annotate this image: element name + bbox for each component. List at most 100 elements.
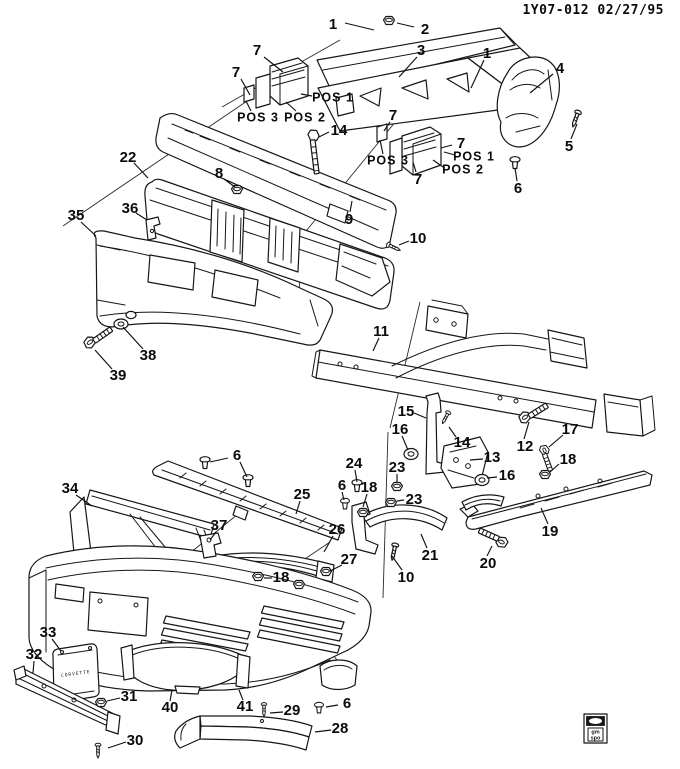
leader-line-40 <box>169 689 173 702</box>
callout-7-13: 7 <box>389 107 397 124</box>
callout-32-53: 32 <box>26 646 43 663</box>
callout-7-18: 7 <box>414 171 422 188</box>
callout-6-48: 6 <box>233 447 241 464</box>
leader-line-35 <box>80 221 97 237</box>
leader-line-6 <box>325 704 339 708</box>
leader-line-1 <box>344 22 375 31</box>
callout-pos-3-10: POS 3 <box>237 110 279 124</box>
callout-23-36: 23 <box>406 491 423 508</box>
part-closure-bracket-4 <box>496 56 560 148</box>
leader-line-3 <box>398 56 418 78</box>
leader-line-pos-3 <box>379 139 384 155</box>
callout-1-0: 1 <box>329 16 337 33</box>
leader-line-19 <box>540 507 549 525</box>
callout-18-51: 18 <box>273 569 290 586</box>
leader-line-34 <box>75 494 93 507</box>
part-rail-25 <box>152 460 343 541</box>
callout-pos-1-9: POS 1 <box>312 90 354 104</box>
part-bracket-41 <box>319 659 358 691</box>
callout-8-20: 8 <box>215 165 223 182</box>
callout-13-31: 13 <box>484 449 501 466</box>
callout-41-57: 41 <box>237 698 254 715</box>
leader-line-16 <box>486 476 498 479</box>
callout-2-1: 2 <box>421 21 429 38</box>
callout-14-12: 14 <box>331 122 348 139</box>
leader-line-2 <box>396 22 415 28</box>
fasteners <box>81 15 583 759</box>
spo-logo-text: spo <box>591 736 601 742</box>
callout-18-34: 18 <box>560 451 577 468</box>
leader-line-37 <box>209 531 217 541</box>
callout-18-44: 18 <box>361 479 378 496</box>
part-plate-bracket-32 <box>13 665 121 735</box>
leader-line-17 <box>548 434 564 448</box>
leader-line-36 <box>135 212 148 221</box>
leader-line-16 <box>401 435 409 451</box>
part-license-plate-33: CORVETTE <box>52 643 100 703</box>
callout-7-15: 7 <box>457 135 465 152</box>
callout-9-21: 9 <box>345 211 353 228</box>
leader-line-9 <box>349 200 353 213</box>
callout-37-50: 37 <box>211 517 228 534</box>
leader-line-26 <box>323 535 334 553</box>
part-rail-19 <box>459 470 653 530</box>
leader-line-38 <box>122 326 144 350</box>
callout-26-45: 26 <box>329 521 346 538</box>
callout-39-25: 39 <box>110 367 127 384</box>
leader-line-7 <box>412 161 417 173</box>
leader-line-7 <box>383 121 391 132</box>
callout-3-2: 3 <box>417 42 425 59</box>
leader-line-22 <box>133 162 149 179</box>
leader-line-11 <box>372 337 380 352</box>
gm-logo-text: gm <box>591 730 599 736</box>
part-frame-rail-assembly <box>316 27 536 132</box>
leader-line-6 <box>514 167 518 182</box>
leader-line-15 <box>413 412 427 419</box>
callout-34-47: 34 <box>62 480 79 497</box>
parts-artwork: CORVETTE <box>13 15 656 759</box>
callout-7-7: 7 <box>253 42 261 59</box>
callout-14-30: 14 <box>454 434 471 451</box>
leader-line-7 <box>440 144 453 149</box>
callout-20-39: 20 <box>480 555 497 572</box>
callout-19-38: 19 <box>542 523 559 540</box>
callout-23-35: 23 <box>389 459 406 476</box>
callout-33-52: 33 <box>40 624 57 641</box>
leader-line-25 <box>295 500 301 515</box>
callout-6-59: 6 <box>343 695 351 712</box>
callout-35-23: 35 <box>68 207 85 224</box>
part-molding-28 <box>174 715 313 751</box>
leader-line-18 <box>549 463 560 473</box>
part-bracket-cluster <box>403 392 490 489</box>
leader-line-6 <box>341 491 345 501</box>
part-absorber-35 <box>93 230 334 346</box>
leader-line-pos-1 <box>300 93 313 97</box>
callout-25-49: 25 <box>294 486 311 503</box>
leader-line-18 <box>362 493 368 508</box>
callout-6-43: 6 <box>338 477 346 494</box>
callout-pos-1-16: POS 1 <box>453 149 495 163</box>
part-mount-blocks-right <box>376 123 442 176</box>
callout-29-58: 29 <box>284 702 301 719</box>
callout-27-46: 27 <box>341 551 358 568</box>
leader-line-4 <box>529 73 554 94</box>
leader-line-21 <box>420 533 428 549</box>
callout-15-28: 15 <box>398 403 415 420</box>
callout-17-33: 17 <box>562 421 579 438</box>
callout-pos-2-11: POS 2 <box>284 110 326 124</box>
callout-28-60: 28 <box>332 720 349 737</box>
leader-line-12 <box>523 421 530 440</box>
leader-line-14 <box>448 426 457 438</box>
part-mount-blocks-left <box>243 57 309 109</box>
callout-16-37: 16 <box>499 467 516 484</box>
license-plate-text: CORVETTE <box>61 669 91 679</box>
callout-30-55: 30 <box>127 732 144 749</box>
leader-line-14 <box>318 131 330 138</box>
callout-36-22: 36 <box>122 200 139 217</box>
leader-line-20 <box>486 545 493 557</box>
leader-line-29 <box>269 711 284 714</box>
callout-12-32: 12 <box>517 438 534 455</box>
leader-line-pos-3 <box>245 100 252 112</box>
